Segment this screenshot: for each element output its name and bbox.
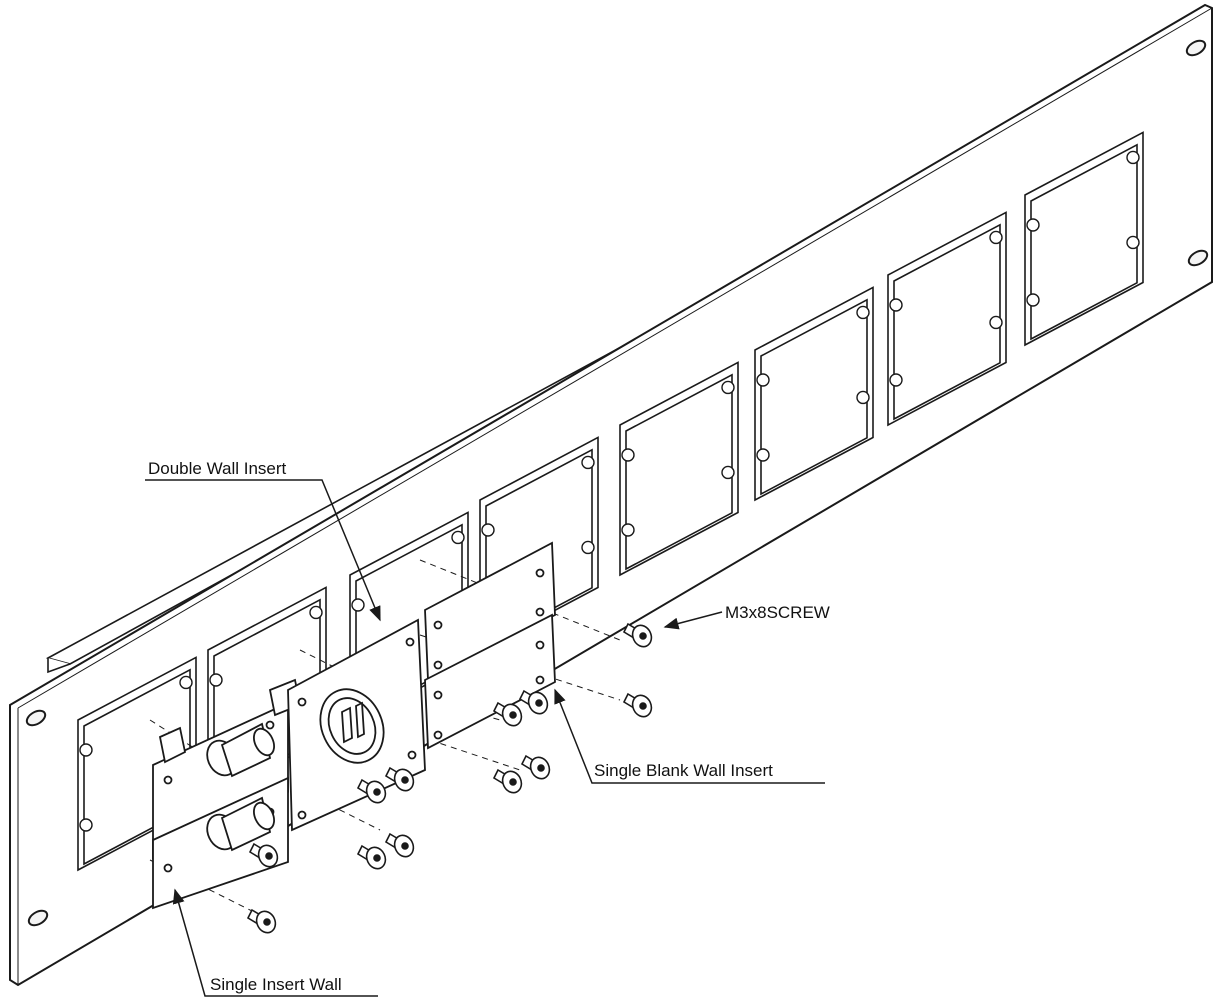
label-double-wall-insert: Double Wall Insert	[148, 459, 287, 478]
m3x8-screw	[356, 844, 387, 870]
cutout-screw-hole	[889, 298, 903, 312]
cutout-screw-hole	[481, 523, 495, 537]
cutout-screw-holes	[79, 150, 1140, 832]
cutout-screw-hole	[989, 230, 1003, 245]
cutout-screw-hole	[79, 743, 93, 757]
leader-lines	[145, 479, 825, 997]
mounting-slot	[25, 39, 1209, 927]
cutout-screw-hole	[581, 540, 595, 555]
cutout-screw-hole	[989, 315, 1003, 330]
m3x8-screw	[518, 689, 549, 715]
label-single-blank-wall-insert: Single Blank Wall Insert	[594, 761, 773, 780]
cutout-screw-hole	[756, 373, 770, 387]
cutout-screw-hole	[209, 673, 223, 687]
cutout-screw-hole	[1126, 235, 1140, 250]
cutout-screw-hole	[451, 530, 465, 545]
m3x8-screws	[246, 622, 653, 934]
m3x8-screw	[492, 768, 523, 794]
label-m3x8-screw: M3x8SCREW	[725, 603, 830, 622]
cutout-screw-hole	[351, 598, 365, 612]
m3x8-screw	[520, 754, 551, 780]
panel-cutout-inner	[760, 298, 868, 496]
label-single-insert-wall: Single Insert Wall	[210, 975, 342, 994]
cutout-screw-hole	[1126, 150, 1140, 165]
cutout-screw-hole	[856, 305, 870, 320]
panel-cutout-inner	[625, 373, 733, 571]
m3x8-screw	[248, 842, 279, 868]
cutout-screw-hole	[756, 448, 770, 462]
panel-cutouts	[77, 131, 1144, 872]
cutout-screw-hole	[856, 390, 870, 405]
cutout-screw-hole	[581, 455, 595, 470]
cutout-screw-hole	[179, 675, 193, 690]
cutout-screw-hole	[721, 380, 735, 395]
m3x8-screw	[384, 766, 415, 792]
m3x8-screw	[622, 622, 653, 648]
cutout-screw-hole	[1026, 293, 1040, 307]
cutout-screw-hole	[889, 373, 903, 387]
panel-cutout-inner	[893, 223, 1001, 421]
m3x8-screw	[492, 701, 523, 727]
panel-cutout-inner	[1030, 143, 1138, 341]
cutout-screw-hole	[79, 818, 93, 832]
cutout-screw-hole	[309, 605, 323, 620]
cutout-screw-hole	[621, 448, 635, 462]
cutout-screw-hole	[1026, 218, 1040, 232]
double-wall-insert-plate	[287, 618, 426, 832]
cutout-screw-hole	[621, 523, 635, 537]
m3x8-screw	[356, 778, 387, 804]
m3x8-screw	[246, 908, 277, 934]
cutout-screw-hole	[721, 465, 735, 480]
m3x8-screw	[384, 832, 415, 858]
m3x8-screw	[622, 692, 653, 718]
single-blank-wall-insert	[424, 541, 556, 750]
